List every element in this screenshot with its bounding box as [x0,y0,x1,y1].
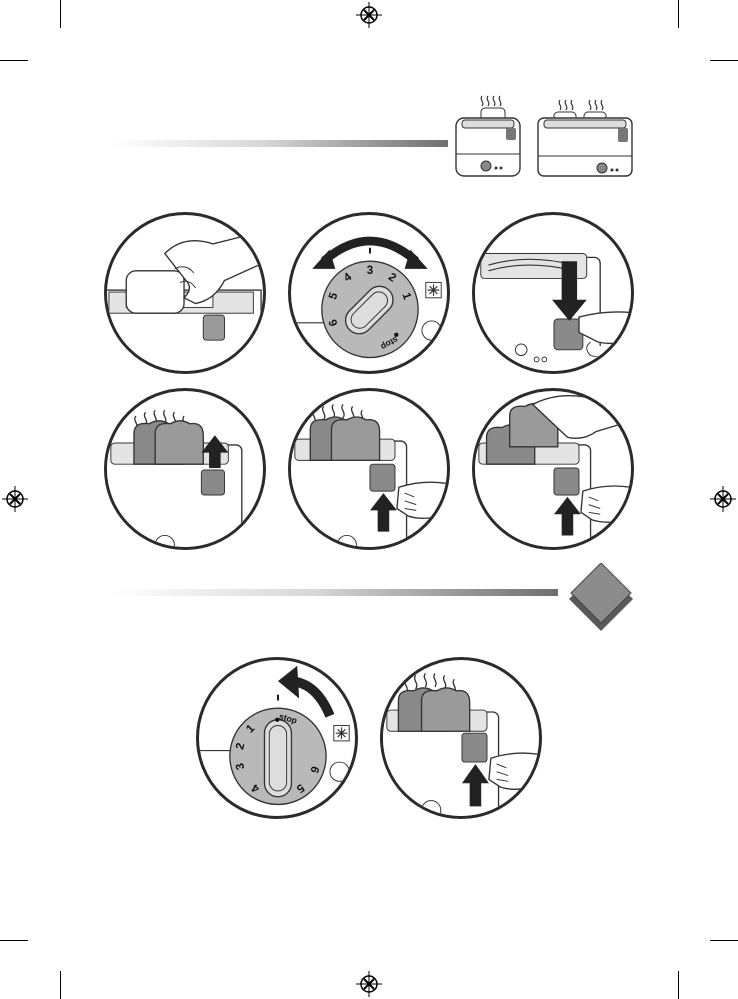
registration-crosshair-icon [710,486,736,512]
crop-mark-top-right-v [678,0,679,28]
section-bar-top [110,140,448,147]
registration-crosshair-icon [2,486,28,512]
dial-knob-grip[interactable] [264,720,291,797]
registration-crosshair-icon [356,2,382,28]
step-toast-pops-up [104,388,266,550]
crop-mark-bottom-right-h [710,940,738,941]
crop-mark-top-right-h [710,60,738,61]
crop-mark-top-left-v [60,0,61,28]
section-diamond-badge [565,563,637,635]
crop-mark-bottom-left-v [60,971,61,999]
snowflake-icon[interactable] [334,725,349,740]
step-lift-lever-cancel [380,657,542,819]
dial-top-number-3: 3 [367,265,373,277]
registration-crosshair-icon [356,971,382,997]
step-remove-toast [472,388,634,550]
step-press-lever-down [472,212,634,374]
toaster-thumbnail-compact [448,92,528,184]
step-lift-lever [288,388,450,550]
crop-mark-bottom-left-h [0,940,28,941]
toaster-thumbnail-long-slot [532,92,637,184]
snowflake-icon[interactable] [426,282,441,297]
crop-mark-bottom-right-v [678,971,679,999]
crop-mark-top-left-h [0,60,28,61]
step-insert-bread [104,212,266,374]
section-bar-middle [110,589,558,596]
